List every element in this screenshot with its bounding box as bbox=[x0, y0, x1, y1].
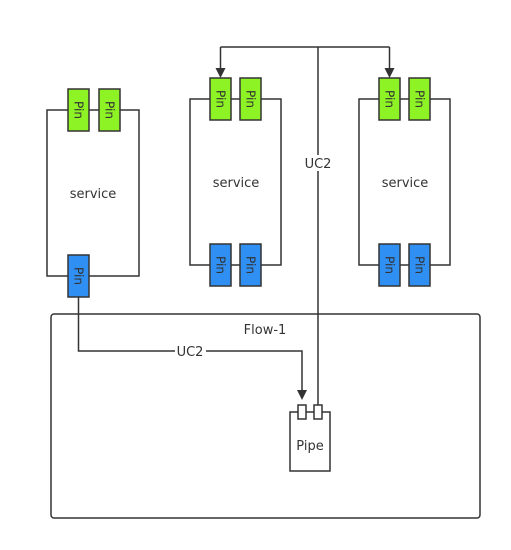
connector-label-bg bbox=[303, 155, 333, 171]
service-box bbox=[358, 98, 451, 266]
pipe-node[interactable]: Pipe bbox=[289, 404, 331, 472]
service-node-3[interactable]: service Pin Pin Pin Pin bbox=[358, 77, 451, 287]
pin-label: Pin bbox=[413, 256, 427, 274]
service-label: service bbox=[382, 176, 429, 191]
service-label: service bbox=[213, 176, 260, 191]
service-box bbox=[189, 98, 282, 266]
input-pin[interactable]: Pin bbox=[209, 77, 232, 121]
flow-container bbox=[50, 313, 481, 519]
connector-uc2-to-pipe[interactable]: UC2 bbox=[77, 297, 307, 400]
pipe-box bbox=[289, 411, 331, 472]
pin-label: Pin bbox=[413, 90, 427, 108]
pin-label: Pin bbox=[214, 90, 228, 108]
pin-label: Pin bbox=[103, 101, 117, 119]
input-pin[interactable]: Pin bbox=[378, 77, 401, 121]
output-pin[interactable]: Pin bbox=[209, 243, 232, 287]
flow-label: Flow-1 bbox=[244, 323, 287, 338]
input-pin[interactable]: Pin bbox=[98, 88, 121, 132]
pipe-label: Pipe bbox=[296, 439, 323, 454]
pin-label: Pin bbox=[72, 267, 86, 285]
service-box bbox=[46, 109, 140, 277]
pin-label: Pin bbox=[383, 256, 397, 274]
pin-label: Pin bbox=[244, 90, 258, 108]
input-pin[interactable]: Pin bbox=[239, 77, 262, 121]
output-pin[interactable]: Pin bbox=[67, 254, 90, 298]
pin-label: Pin bbox=[244, 256, 258, 274]
output-pin[interactable]: Pin bbox=[239, 243, 262, 287]
pipe-port-left[interactable] bbox=[297, 404, 307, 420]
service-node-2[interactable]: service Pin Pin Pin Pin bbox=[189, 77, 282, 287]
service-node-1[interactable]: service Pin Pin Pin bbox=[46, 88, 140, 298]
output-pin[interactable]: Pin bbox=[378, 243, 401, 287]
input-pin[interactable]: Pin bbox=[408, 77, 431, 121]
input-pin[interactable]: Pin bbox=[67, 88, 90, 132]
pin-label: Pin bbox=[214, 256, 228, 274]
connector-label-bg bbox=[175, 343, 206, 359]
pin-label: Pin bbox=[72, 101, 86, 119]
output-pin[interactable]: Pin bbox=[408, 243, 431, 287]
pipe-port-right[interactable] bbox=[313, 404, 323, 420]
connector-label: UC2 bbox=[305, 157, 332, 172]
service-label: service bbox=[70, 187, 117, 202]
pin-label: Pin bbox=[383, 90, 397, 108]
connector-label: UC2 bbox=[177, 345, 204, 360]
connector-uc2-from-pipe[interactable]: UC2 bbox=[215, 46, 395, 405]
